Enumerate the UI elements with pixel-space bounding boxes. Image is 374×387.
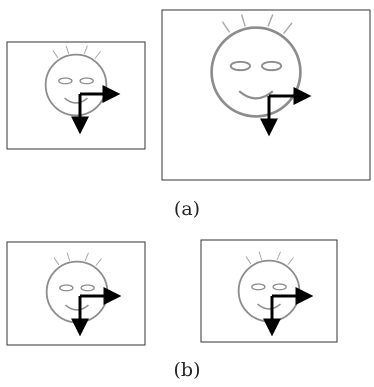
smiley-face-icon xyxy=(210,13,302,118)
caption-a: (a) xyxy=(173,198,201,220)
smiley-face-icon xyxy=(44,44,108,117)
orientation-axes-icon xyxy=(260,87,312,137)
orientation-axes-icon xyxy=(71,287,122,337)
panel-b-right xyxy=(200,239,338,343)
smiley-face-icon xyxy=(237,250,301,323)
caption-b: (b) xyxy=(173,359,201,381)
panel-a-left xyxy=(6,41,146,150)
panel-frame xyxy=(161,9,371,181)
panel-b-left xyxy=(6,241,146,346)
panel-frame xyxy=(6,241,146,346)
panel-frame xyxy=(6,41,146,150)
orientation-axes-icon xyxy=(71,85,121,135)
smiley-face-icon xyxy=(45,251,109,324)
panel-frame xyxy=(200,239,338,343)
orientation-axes-icon xyxy=(263,287,314,337)
panel-a-right xyxy=(161,9,371,181)
